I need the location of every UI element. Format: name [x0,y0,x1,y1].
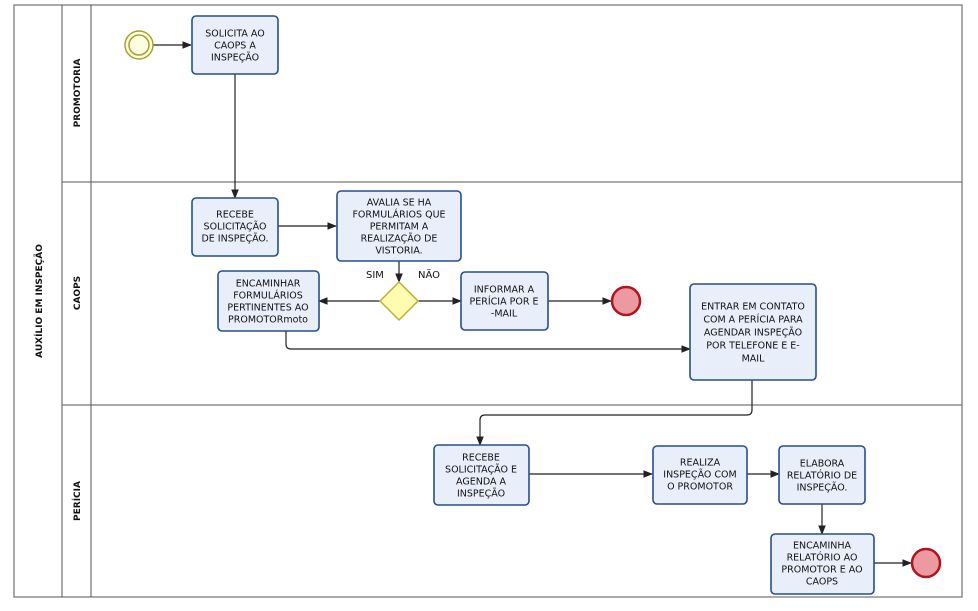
exclusive-gateway: SIM NÃO [366,268,440,322]
task-label-line: O PROMOTOR [667,482,733,493]
task-label-line: INSPEÇÃO COM [663,470,736,481]
flow-encaminhar-to-entrar [285,331,691,353]
task-label-line: PERÍCIA POR E [470,296,539,308]
gateway-label-sim: SIM [366,270,384,281]
task-label-line: PERMITAM A [370,222,429,233]
task-label-line: ENCAMINHAR [236,279,301,290]
task-label-line: INSPEÇÃO. [797,483,848,494]
task-label-line: -MAIL [491,309,518,320]
task-label-line: FORMULÁRIOS QUE [352,209,445,221]
task-label-line: REALIZA [680,458,721,469]
pool-border [13,4,963,598]
start-event [124,30,154,60]
task-label-line: SOLICITA AO [205,29,264,40]
task-label-line: SOLICITAÇÃO [204,222,267,233]
sequence-flows [153,41,912,567]
flow-entrar-to-recebe-agenda [476,380,753,446]
end-event-caops [610,285,642,317]
task-label-line: COM A PERÍCIA PARA [703,314,803,326]
lane-label-promotoria: PROMOTORIA [73,59,83,128]
task-label-line: CAOPS [806,577,838,588]
pool: AUXÍLIO EM INSPEÇÃO PROMOTORIA CAOPS PER… [13,4,963,598]
lane-label-pericia: PERÍCIA [71,481,83,521]
end-event-pericia [910,547,942,579]
task-label-line: VISTORIA. [375,246,422,257]
task-label-line: INSPEÇÃO [211,53,259,64]
task-label-line: CAOPS A [214,41,256,52]
task-label-line: PROMOTORmoto [228,315,308,326]
task-label-line: SOLICITAÇÃO E [445,465,517,476]
task-label-line: REALIZAÇÃO DE [361,234,438,245]
task-label-line: AGENDA A [456,477,506,488]
pool-title: AUXÍLIO EM INSPEÇÃO [33,244,45,358]
task-label-line: INSPEÇÃO [457,489,505,500]
task-label-line: DE INSPEÇÃO. [201,234,268,245]
task-label-line: PERTINENTES AO [227,303,308,314]
task-label-line: MAIL [742,354,765,365]
task-label-line: RECEBE [462,453,500,464]
task-label-line: AVALIA SE HA [367,198,432,209]
task-label-line: PROMOTOR E AO [781,565,862,576]
task-label-line: RELATÓRIO DE [787,470,857,482]
task-label-line: RECEBE [216,210,254,221]
task-label-line: FORMULÁRIOS [233,290,303,302]
task-label-line: POR TELEFONE E E- [706,341,799,352]
lane-label-caops: CAOPS [73,276,83,310]
task-label-line: ENTRAR EM CONTATO [701,302,805,313]
task-label-line: RELATÓRIO AO [787,552,858,564]
task-label-line: INFORMAR A [474,285,535,296]
gateway-label-nao: NÃO [418,268,440,281]
task-label-line: ELABORA [800,459,845,470]
task-label-line: ENCAMINHA [793,541,851,552]
task-label-line: AGENDAR INSPEÇÃO [704,328,802,339]
